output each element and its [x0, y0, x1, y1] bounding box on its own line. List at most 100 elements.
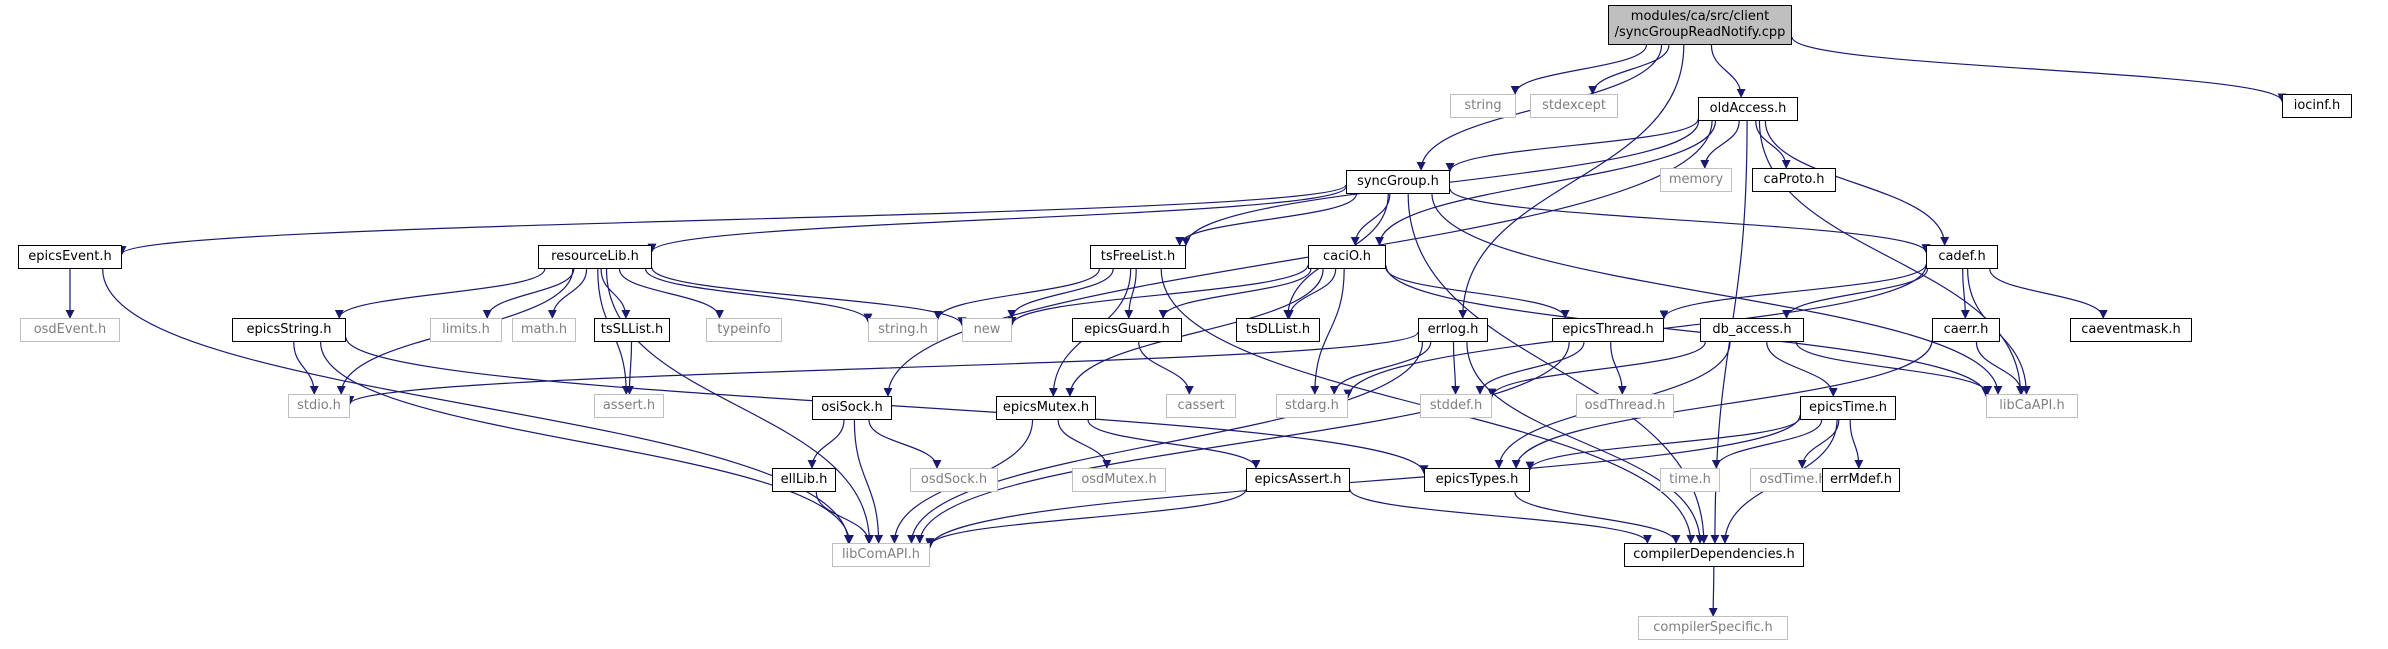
node-caeventmask-h[interactable]: caeventmask.h: [2070, 318, 2192, 342]
node-caproto-h[interactable]: caProto.h: [1752, 168, 1836, 192]
edge-root-to-oldAccess: [1710, 44, 1746, 98]
node-cadef-h[interactable]: cadef.h: [1926, 245, 1998, 269]
node-assert-h[interactable]: assert.h: [594, 394, 664, 418]
edge-oldAccess-to-cadef: [1764, 120, 1950, 246]
edge-tsFreeList-to-new: [1007, 268, 1114, 319]
edge-caciO-to-new: [1007, 264, 1309, 326]
node-typeinfo[interactable]: typeinfo: [706, 318, 782, 342]
node-tsdllist-h[interactable]: tsDLList.h: [1236, 318, 1320, 342]
edge-epicsTime-to-epicsTypes: [1525, 417, 1801, 471]
edge-compilerDependencies-to-compilerSpecific: [1708, 566, 1718, 617]
node-db-access-h[interactable]: db_access.h: [1700, 318, 1804, 342]
edge-epicsTime-to-errMdef: [1849, 419, 1864, 469]
edge-cadef-to-caeventmask: [1989, 268, 2108, 319]
node-epicsassert-h[interactable]: epicsAssert.h: [1246, 468, 1350, 492]
edge-epicsTime-to-libComAPI: [925, 415, 1801, 549]
edge-caerr-to-libCaAPI: [1975, 341, 2027, 395]
edge-cadef-to-db_access: [1782, 268, 1929, 319]
node-elllib-h[interactable]: ellLib.h: [772, 468, 836, 492]
edge-epicsThread-to-stddef: [1475, 341, 1585, 395]
edge-errlog-to-stddef: [1451, 341, 1461, 395]
node-osisock-h[interactable]: osiSock.h: [812, 396, 892, 420]
node-stdio-h[interactable]: stdio.h: [288, 394, 350, 418]
edge-caciO-to-stdarg: [1310, 268, 1345, 395]
node-string-h[interactable]: string.h: [868, 318, 938, 342]
node-math-h[interactable]: math.h: [512, 318, 576, 342]
edge-syncGroup-to-cadef: [1449, 188, 1931, 254]
edge-syncGroup-to-epicsEvent: [117, 184, 1347, 255]
edge-db_access-to-epicsTime: [1766, 341, 1838, 397]
edge-tsFreeList-to-epicsGuard: [1124, 268, 1137, 319]
node-stddef-h[interactable]: stddef.h: [1420, 394, 1492, 418]
node-iocinf-h[interactable]: iocinf.h: [2282, 94, 2352, 118]
node-osdevent-h[interactable]: osdEvent.h: [20, 318, 120, 342]
edge-epicsGuard-to-cassert: [1138, 341, 1194, 395]
node-libcomapi-h[interactable]: libComAPI.h: [832, 543, 930, 567]
root-path-line-2: /syncGroupReadNotify.cpp: [1614, 25, 1786, 40]
edge-epicsAssert-to-libComAPI: [925, 489, 1247, 548]
edge-root-to-stdexcept: [1588, 44, 1670, 95]
node-time-h[interactable]: time.h: [1660, 468, 1720, 492]
edge-epicsString-to-stdio: [293, 341, 319, 395]
node-compilerdependencies-h[interactable]: compilerDependencies.h: [1624, 543, 1804, 567]
edge-epicsTime-to-time: [1711, 419, 1823, 469]
node-errmdef-h[interactable]: errMdef.h: [1822, 468, 1900, 492]
edge-root-to-string: [1510, 44, 1648, 95]
edge-oldAccess-to-memory: [1700, 120, 1740, 169]
edge-cadef-to-caerr: [1960, 268, 1970, 319]
node-syncgroup-h[interactable]: syncGroup.h: [1346, 170, 1450, 194]
node-stdexcept[interactable]: stdexcept: [1530, 94, 1618, 118]
node-caerr-h[interactable]: caerr.h: [1932, 318, 2000, 342]
edge-epicsAssert-to-compilerDependencies: [1349, 489, 1652, 544]
node-tssllist-h[interactable]: tsSLList.h: [594, 318, 670, 342]
edge-resourceLib-to-tsSLList: [600, 268, 631, 319]
node-errlog-h[interactable]: errlog.h: [1418, 318, 1488, 342]
edge-tsFreeList-to-stringh: [933, 268, 1100, 321]
node-epicstime-h[interactable]: epicsTime.h: [1800, 396, 1896, 420]
edge-resourceLib-to-new: [651, 267, 967, 327]
edge-osiSock-to-libComAPI: [853, 419, 884, 544]
node-epicsevent-h[interactable]: epicsEvent.h: [18, 245, 122, 269]
node-epicsmutex-h[interactable]: epicsMutex.h: [996, 396, 1096, 420]
edge-caciO-to-epicsGuard: [1158, 268, 1312, 319]
edge-root-to-iocinf: [1791, 36, 2287, 103]
node-epicsthread-h[interactable]: epicsThread.h: [1552, 318, 1664, 342]
node-resourcelib-h[interactable]: resourceLib.h: [538, 245, 652, 269]
node-compilerspecific-h[interactable]: compilerSpecific.h: [1638, 616, 1788, 640]
node-tsfreelist-h[interactable]: tsFreeList.h: [1090, 245, 1186, 269]
edge-epicsMutex-to-epicsAssert: [1087, 419, 1261, 469]
node-osdmutex-h[interactable]: osdMutex.h: [1072, 468, 1166, 492]
edge-oldAccess-to-caProto: [1755, 120, 1791, 169]
edge-root-to-errlog: [1458, 44, 1685, 319]
edge-epicsString-to-libComAPI: [319, 341, 854, 544]
node-limits-h[interactable]: limits.h: [430, 318, 502, 342]
edge-resourceLib-to-typeinfo: [618, 268, 724, 319]
edge-epicsThread-to-osdThread: [1610, 341, 1627, 395]
node-new[interactable]: new: [962, 318, 1012, 342]
edge-osiSock-to-ellLib: [807, 419, 845, 469]
edge-epicsTime-to-osdTime: [1797, 419, 1840, 469]
node-epicstypes-h[interactable]: epicsTypes.h: [1424, 468, 1530, 492]
edge-ellLib-to-libComAPI: [815, 491, 874, 544]
node-memory[interactable]: memory: [1660, 168, 1732, 192]
node-cacio-h[interactable]: caciO.h: [1308, 245, 1386, 269]
node-epicsstring-h[interactable]: epicsString.h: [232, 318, 346, 342]
edge-errlog-to-compilerDependencies: [1466, 341, 1705, 544]
node-string[interactable]: string: [1450, 94, 1516, 118]
edge-resourceLib-to-limits: [482, 268, 575, 319]
node-epicsguard-h[interactable]: epicsGuard.h: [1072, 318, 1182, 342]
node-osdthread-h[interactable]: osdThread.h: [1576, 394, 1674, 418]
edge-caciO-to-tsDLList: [1284, 268, 1337, 319]
edge-db_access-to-libCaAPI: [1795, 341, 1993, 395]
edge-caciO-to-epicsMutex: [1065, 268, 1324, 397]
node-libcaapi-h[interactable]: libCaAPI.h: [1986, 394, 2078, 418]
edge-oldAccess-to-caciO: [1375, 120, 1717, 246]
edge-cadef-to-epicsThread: [1659, 264, 1927, 320]
node-osdtime-h[interactable]: osdTime.h: [1750, 468, 1836, 492]
root-file-node: modules/ca/src/client /syncGroupReadNoti…: [1608, 5, 1792, 45]
node-oldaccess-h[interactable]: oldAccess.h: [1698, 97, 1798, 121]
node-osdsock-h[interactable]: osdSock.h: [910, 468, 998, 492]
node-stdarg-h[interactable]: stdarg.h: [1276, 394, 1348, 418]
node-cassert[interactable]: cassert: [1166, 394, 1236, 418]
